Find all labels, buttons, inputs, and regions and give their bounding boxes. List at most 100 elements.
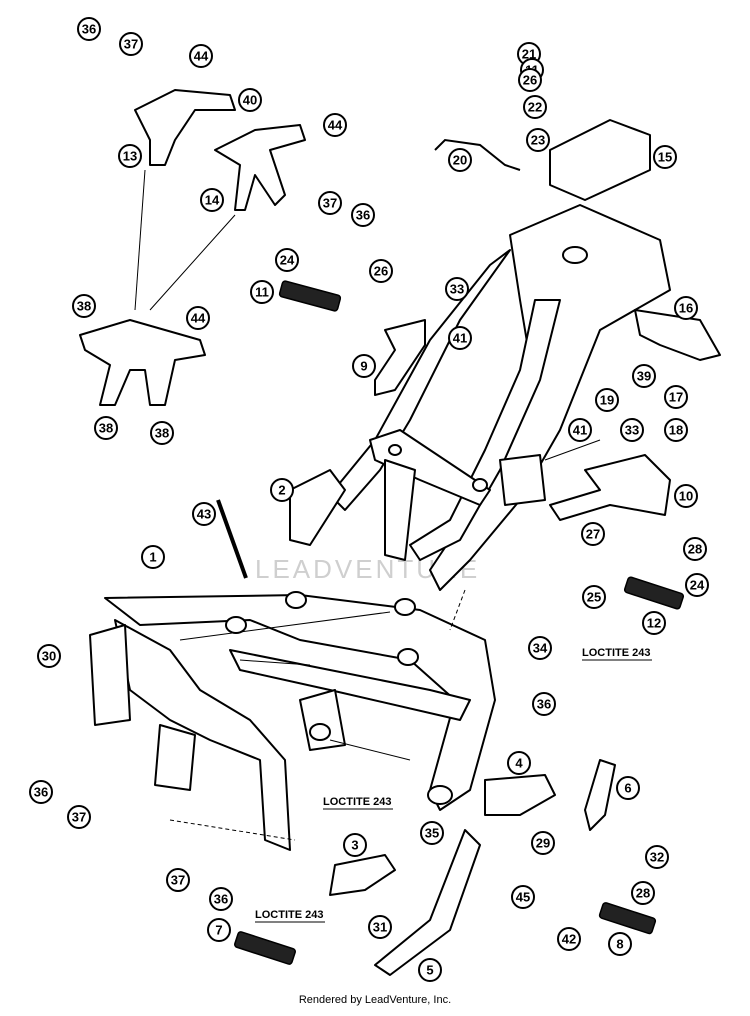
callout-36-repeat-a: 36 <box>351 203 375 227</box>
callout-10: 10 <box>674 484 698 508</box>
callout-43: 43 <box>192 502 216 526</box>
callout-38: 38 <box>72 294 96 318</box>
footpeg-8-drawing <box>598 902 657 935</box>
svg-text:18: 18 <box>669 423 683 438</box>
svg-text:26: 26 <box>523 73 537 88</box>
callout-24-repeat: 24 <box>685 573 709 597</box>
svg-text:27: 27 <box>586 527 600 542</box>
callout-11: 11 <box>250 280 274 304</box>
callout-39: 39 <box>632 364 656 388</box>
callout-15: 15 <box>653 145 677 169</box>
callout-4: 4 <box>507 751 531 775</box>
top-bracket-15-drawing <box>549 119 651 201</box>
callout-16: 16 <box>674 296 698 320</box>
svg-text:16: 16 <box>679 301 693 316</box>
callout-18: 18 <box>664 418 688 442</box>
svg-text:26: 26 <box>374 264 388 279</box>
callout-13: 13 <box>118 144 142 168</box>
callout-7: 7 <box>207 918 231 942</box>
lever-5-drawing <box>374 829 481 976</box>
callout-44-repeat-a: 44 <box>323 113 347 137</box>
callout-44-repeat-b: 44 <box>186 306 210 330</box>
callout-37-repeat-c: 37 <box>166 868 190 892</box>
callout-28-repeat: 28 <box>631 881 655 905</box>
svg-text:36: 36 <box>34 785 48 800</box>
footpeg-11-drawing <box>278 280 342 312</box>
rod-43-drawing <box>216 499 248 579</box>
callout-28: 28 <box>683 537 707 561</box>
footpeg-7-drawing <box>234 931 296 965</box>
footer-credit: Rendered by LeadVenture, Inc. <box>298 994 452 1006</box>
callout-20: 20 <box>448 148 472 172</box>
svg-text:12: 12 <box>647 616 661 631</box>
callout-6: 6 <box>616 776 640 800</box>
callout-40: 40 <box>238 88 262 112</box>
bracket-38-drawing <box>79 319 206 406</box>
callout-41: 41 <box>448 326 472 350</box>
callout-3: 3 <box>343 833 367 857</box>
leader-lines <box>134 169 601 841</box>
svg-text:44: 44 <box>328 118 343 133</box>
bracket-9-drawing <box>374 319 426 396</box>
svg-text:33: 33 <box>625 423 639 438</box>
svg-text:38: 38 <box>77 299 91 314</box>
main-frame-drawing <box>89 591 496 851</box>
svg-text:11: 11 <box>255 285 269 300</box>
callout-37: 37 <box>119 32 143 56</box>
callout-14: 14 <box>200 188 224 212</box>
svg-text:15: 15 <box>658 150 672 165</box>
svg-text:44: 44 <box>191 311 206 326</box>
callout-27: 27 <box>581 522 605 546</box>
callout-36-repeat-d: 36 <box>209 887 233 911</box>
svg-text:30: 30 <box>42 649 56 664</box>
callout-8: 8 <box>608 932 632 956</box>
callout-33-repeat: 33 <box>620 418 644 442</box>
loctite-note-1: LOCTITE 243 <box>582 647 650 659</box>
svg-text:39: 39 <box>637 369 651 384</box>
callout-42: 42 <box>557 927 581 951</box>
bracket-3-drawing <box>329 854 396 896</box>
svg-text:33: 33 <box>450 282 464 297</box>
svg-text:41: 41 <box>453 331 467 346</box>
svg-text:10: 10 <box>679 489 693 504</box>
callout-9: 9 <box>352 354 376 378</box>
svg-text:4: 4 <box>515 756 523 771</box>
callout-34: 34 <box>528 636 552 660</box>
svg-text:36: 36 <box>214 892 228 907</box>
svg-text:36: 36 <box>356 208 370 223</box>
svg-text:44: 44 <box>194 49 209 64</box>
callout-24: 24 <box>275 248 299 272</box>
svg-text:41: 41 <box>573 423 587 438</box>
callout-23: 23 <box>526 128 550 152</box>
svg-text:38: 38 <box>99 421 113 436</box>
callout-32: 32 <box>645 845 669 869</box>
callout-36: 36 <box>77 17 101 41</box>
callout-37-repeat-a: 37 <box>318 191 342 215</box>
svg-text:37: 37 <box>124 37 138 52</box>
svg-text:40: 40 <box>243 93 257 108</box>
callouts: 1 2 3 4 5 6 7 8 9 10 11 12 13 14 15 16 1… <box>29 17 709 982</box>
svg-text:34: 34 <box>533 641 548 656</box>
svg-text:3: 3 <box>351 838 358 853</box>
rear-subframe-drawing <box>289 204 671 591</box>
callout-38-repeat-b: 38 <box>150 421 174 445</box>
svg-text:23: 23 <box>531 133 545 148</box>
svg-text:22: 22 <box>528 100 542 115</box>
loctite-note-3: LOCTITE 243 <box>255 909 323 921</box>
callout-41-repeat: 41 <box>568 418 592 442</box>
callout-31: 31 <box>368 915 392 939</box>
callout-37-repeat-b: 37 <box>67 805 91 829</box>
bracket-10-drawing <box>549 454 671 521</box>
svg-text:45: 45 <box>516 890 530 905</box>
callout-1: 1 <box>141 545 165 569</box>
callout-33: 33 <box>445 277 469 301</box>
wire-20-drawing <box>434 138 521 171</box>
bracket-4-drawing <box>484 774 556 816</box>
svg-text:14: 14 <box>205 193 220 208</box>
callout-45: 45 <box>511 885 535 909</box>
svg-text:42: 42 <box>562 932 576 947</box>
svg-text:36: 36 <box>82 22 96 37</box>
callout-5: 5 <box>418 958 442 982</box>
svg-text:5: 5 <box>426 963 433 978</box>
